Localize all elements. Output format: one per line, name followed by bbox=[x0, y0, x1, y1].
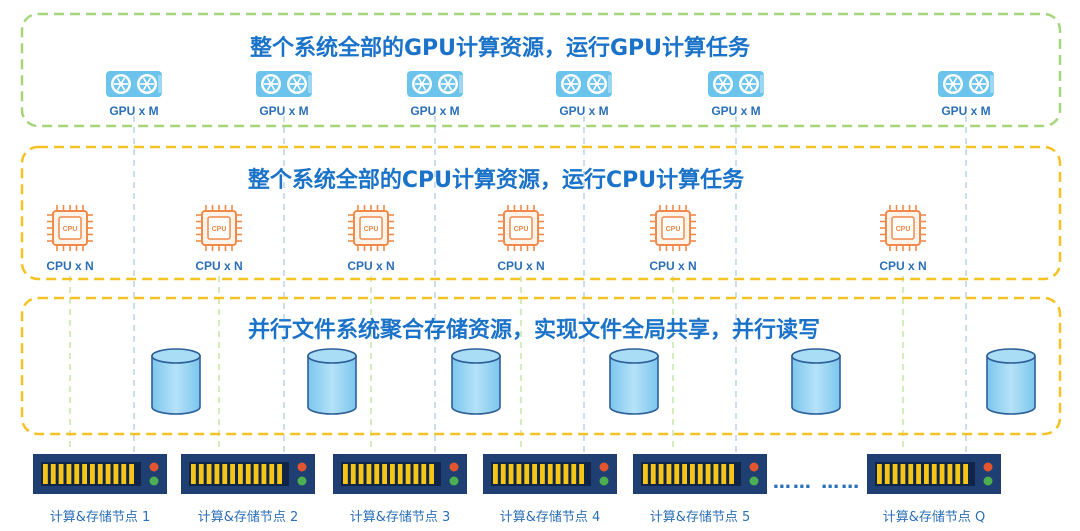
connector-lines bbox=[69, 116, 967, 452]
cpu-chip-text: CPU bbox=[514, 226, 529, 233]
cpu-unit: CPU CPU x N bbox=[497, 205, 545, 273]
server-node: 计算&存储节点 Q bbox=[867, 454, 1001, 525]
cpu-unit-label: CPU x N bbox=[879, 259, 926, 273]
gpu-unit-label: GPU x M bbox=[941, 104, 990, 118]
cpu-unit-label: CPU x N bbox=[649, 259, 696, 273]
gpu-unit: GPU x M bbox=[708, 71, 764, 118]
gpu-unit-label: GPU x M bbox=[559, 104, 608, 118]
gpu-unit: GPU x M bbox=[556, 71, 612, 118]
storage-disk-icon bbox=[451, 348, 501, 415]
storage-disk-icon bbox=[986, 348, 1036, 415]
cpu-chip-text: CPU bbox=[212, 226, 227, 233]
cpu-unit: CPU CPU x N bbox=[195, 205, 243, 273]
gpu-card-icon bbox=[708, 71, 764, 97]
cpu-unit: CPU CPU x N bbox=[649, 205, 697, 273]
cpu-chip-icon: CPU bbox=[47, 205, 93, 251]
cpu-unit: CPU CPU x N bbox=[347, 205, 395, 273]
server-icon bbox=[33, 454, 167, 494]
server-node: 计算&存储节点 2 bbox=[181, 454, 315, 525]
gpu-unit-label: GPU x M bbox=[410, 104, 459, 118]
storage-disk-icon bbox=[609, 348, 659, 415]
gpu-card-icon bbox=[556, 71, 612, 97]
server-node: 计算&存储节点 5 bbox=[633, 454, 767, 525]
server-icon bbox=[483, 454, 617, 494]
storage-disk-icon bbox=[151, 348, 201, 415]
more-nodes-ellipsis: …… …… bbox=[773, 472, 861, 493]
gpu-card-icon bbox=[106, 71, 162, 97]
cpu-chip-text: CPU bbox=[896, 226, 911, 233]
cpu-chip-icon: CPU bbox=[196, 205, 242, 251]
gpu-band-title: 整个系统全部的GPU计算资源，运行GPU计算任务 bbox=[250, 35, 751, 61]
cpu-band-frame bbox=[20, 145, 1062, 281]
gpu-unit: GPU x M bbox=[106, 71, 162, 118]
cpu-unit: CPU CPU x N bbox=[46, 205, 94, 273]
cpu-chip-icon: CPU bbox=[348, 205, 394, 251]
cpu-unit-label: CPU x N bbox=[347, 259, 394, 273]
server-icon bbox=[181, 454, 315, 494]
cpu-chip-text: CPU bbox=[666, 226, 681, 233]
gpu-unit: GPU x M bbox=[938, 71, 994, 118]
storage-disks bbox=[151, 348, 1036, 415]
server-nodes: 计算&存储节点 1 计算&存储节点 2 计算&存储节点 3 计算&存储节点 4 计算&存… bbox=[33, 454, 1001, 525]
cpu-band-title: 整个系统全部的CPU计算资源，运行CPU计算任务 bbox=[248, 167, 745, 193]
gpu-band-frame bbox=[20, 12, 1062, 128]
gpu-unit-label: GPU x M bbox=[259, 104, 308, 118]
storage-band-frame bbox=[20, 296, 1062, 436]
server-node-label: 计算&存储节点 3 bbox=[350, 510, 451, 525]
gpu-unit-label: GPU x M bbox=[109, 104, 158, 118]
cpu-chip-text: CPU bbox=[63, 226, 78, 233]
server-icon bbox=[633, 454, 767, 494]
server-node: 计算&存储节点 4 bbox=[483, 454, 617, 525]
storage-disk-icon bbox=[307, 348, 357, 415]
storage-band-title: 并行文件系统聚合存储资源，实现文件全局共享，并行读写 bbox=[248, 317, 820, 343]
cpu-unit: CPU CPU x N bbox=[879, 205, 927, 273]
cpu-unit-label: CPU x N bbox=[497, 259, 544, 273]
cpu-unit-label: CPU x N bbox=[46, 259, 93, 273]
cpu-chip-text: CPU bbox=[364, 226, 379, 233]
server-node-label: 计算&存储节点 1 bbox=[50, 510, 151, 525]
gpu-card-icon bbox=[407, 71, 463, 97]
gpu-unit: GPU x M bbox=[256, 71, 312, 118]
gpu-card-icon bbox=[256, 71, 312, 97]
gpu-units: GPU x M GPU x M GPU x M GPU x M GPU x M GPU x… bbox=[106, 71, 994, 118]
cpu-chip-icon: CPU bbox=[498, 205, 544, 251]
storage-disk-icon bbox=[791, 348, 841, 415]
server-node: 计算&存储节点 3 bbox=[333, 454, 467, 525]
server-icon bbox=[867, 454, 1001, 494]
server-node-label: 计算&存储节点 Q bbox=[883, 510, 986, 525]
cpu-unit-label: CPU x N bbox=[195, 259, 242, 273]
cpu-units: CPU CPU x N CPU CPU x N CPU CPU x N CPU CPU x N… bbox=[46, 205, 927, 273]
gpu-card-icon bbox=[938, 71, 994, 97]
server-node-label: 计算&存储节点 5 bbox=[650, 510, 751, 525]
server-node-label: 计算&存储节点 4 bbox=[500, 510, 601, 525]
server-node-label: 计算&存储节点 2 bbox=[198, 510, 299, 525]
cpu-chip-icon: CPU bbox=[880, 205, 926, 251]
server-icon bbox=[333, 454, 467, 494]
gpu-unit: GPU x M bbox=[407, 71, 463, 118]
gpu-unit-label: GPU x M bbox=[711, 104, 760, 118]
server-node: 计算&存储节点 1 bbox=[33, 454, 167, 525]
cpu-chip-icon: CPU bbox=[650, 205, 696, 251]
